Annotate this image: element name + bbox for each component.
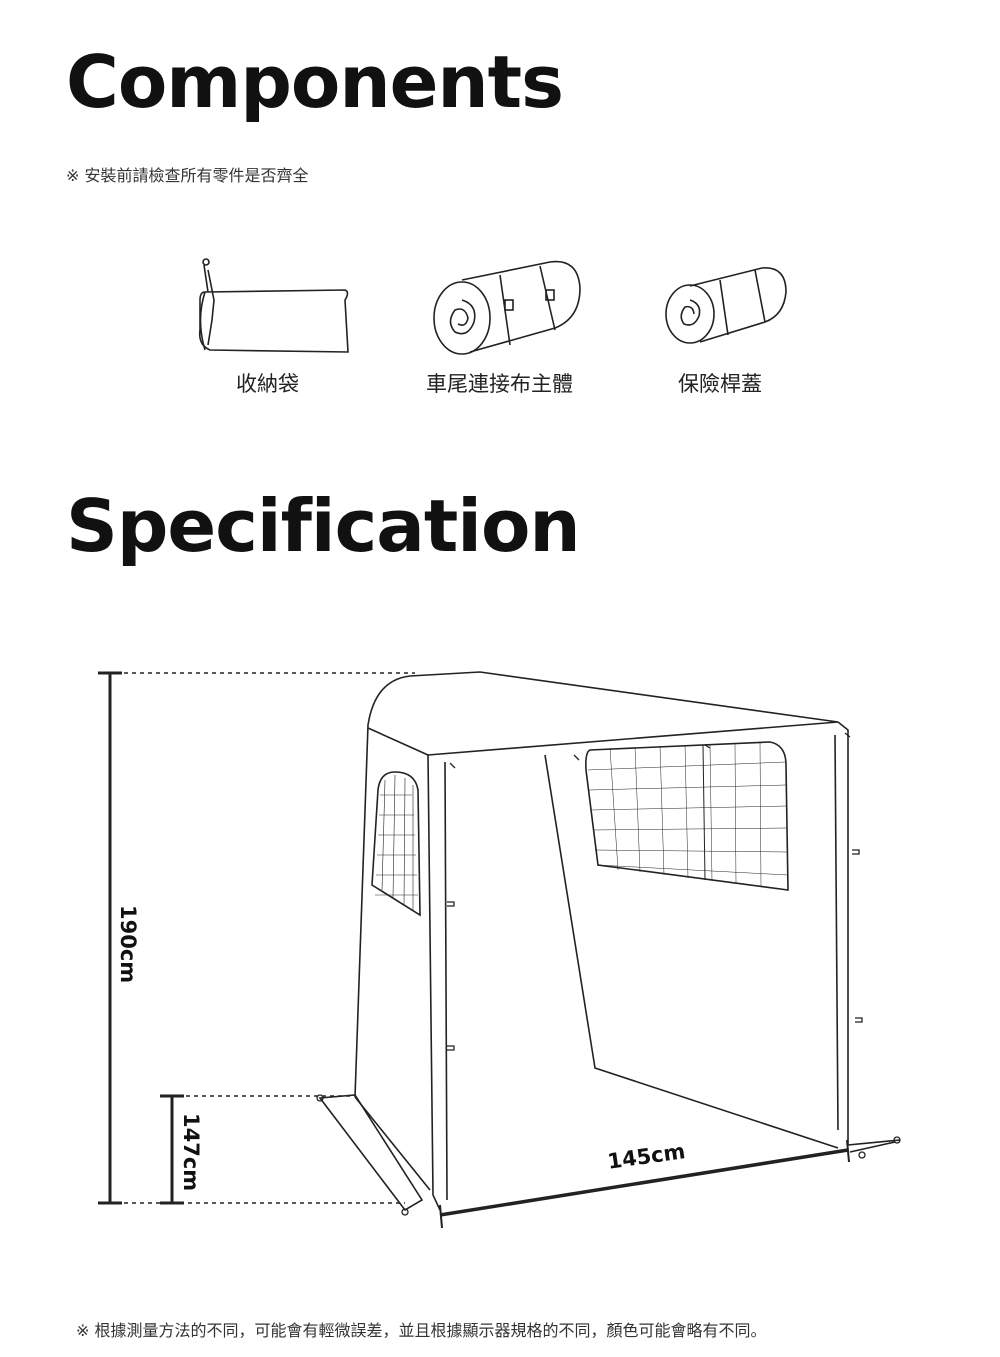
- component-label-tent-body: 車尾連接布主體: [426, 372, 573, 396]
- dimension-height-total: 190cm: [116, 905, 140, 984]
- tent-illustration: [316, 671, 901, 1216]
- rolled-bumper-cover-icon: [665, 267, 787, 344]
- dimension-lines: [98, 671, 850, 1229]
- specification-title: Specification: [66, 484, 581, 568]
- components-note: ※ 安裝前請檢查所有零件是否齊全: [66, 166, 309, 185]
- rolled-tent-body-icon: [433, 260, 581, 355]
- component-label-storage-bag: 收納袋: [236, 372, 299, 396]
- specification-footnote: ※ 根據測量方法的不同，可能會有輕微誤差，並且根據顯示器規格的不同，顏色可能會略…: [76, 1321, 767, 1340]
- storage-bag-icon: [198, 258, 349, 353]
- component-label-bumper-cover: 保險桿蓋: [678, 372, 762, 396]
- components-title: Components: [66, 40, 564, 124]
- dimension-height-side: 147cm: [179, 1113, 203, 1192]
